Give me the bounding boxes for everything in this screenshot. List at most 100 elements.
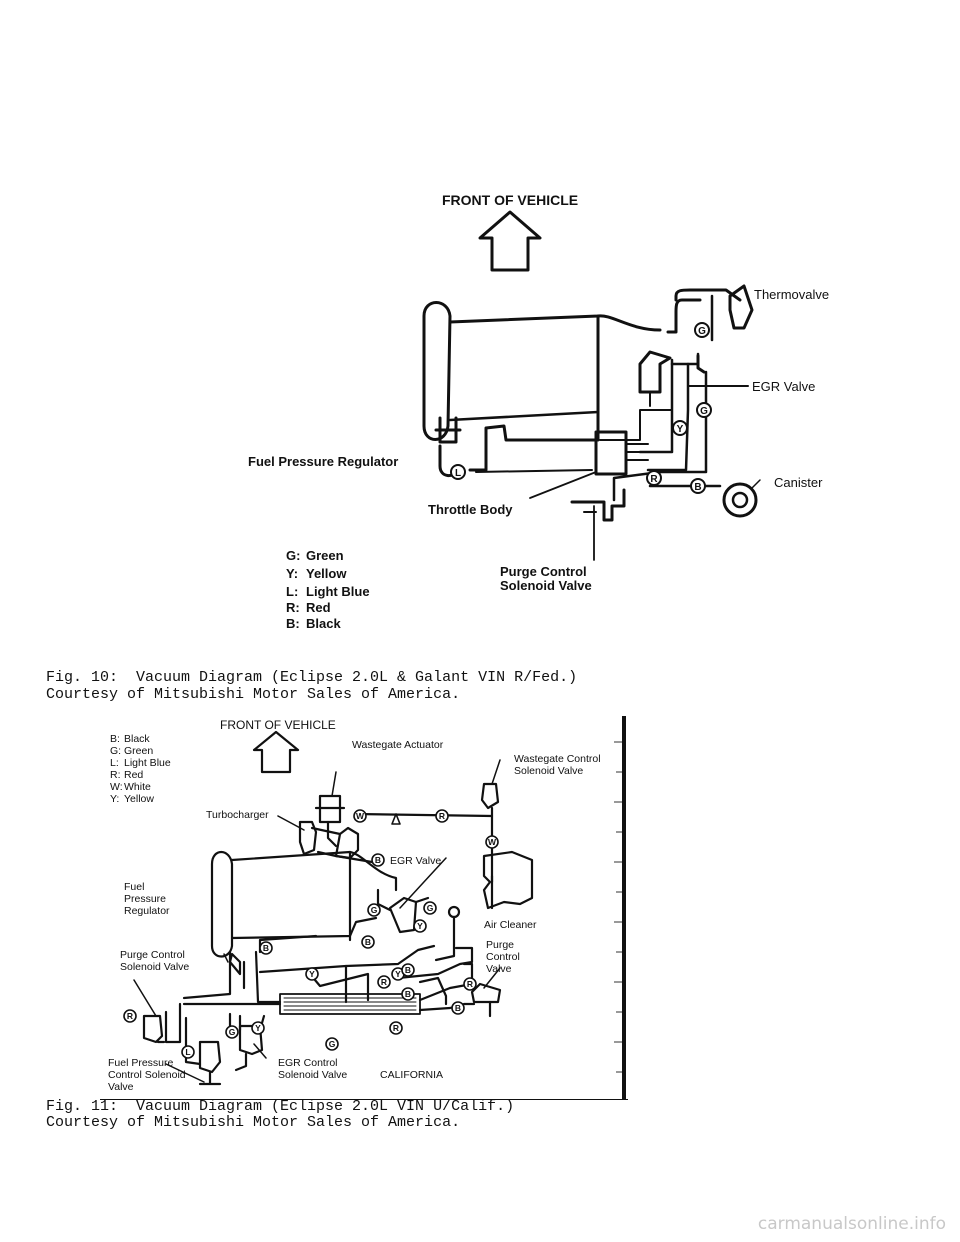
california-label: CALIFORNIA xyxy=(380,1069,443,1081)
hose-tag: B xyxy=(690,478,706,494)
air-cleaner xyxy=(482,850,534,910)
fig11-legend: B: Black G: Green L: Light Blue R: Red W… xyxy=(110,733,171,805)
svg-text:R: R xyxy=(439,811,445,821)
hose-tag: W xyxy=(485,835,499,849)
svg-text:B: B xyxy=(405,965,411,975)
hose-tag: G xyxy=(225,1025,239,1039)
svg-text:G: G xyxy=(427,903,434,913)
fuel-pressure-regulator xyxy=(228,952,242,976)
purge-control-solenoid xyxy=(142,1014,166,1044)
wastegate-actuator xyxy=(314,794,346,824)
wastegate-control-solenoid xyxy=(480,782,500,810)
figure-11-svg: FRONT OF VEHICLE B: Black G: Green L: Li… xyxy=(108,716,626,1100)
hose-tag: Y xyxy=(413,919,427,933)
hose-tag: Y xyxy=(305,967,319,981)
fig10-legend: G: Green Y: Yellow L: Light Blue R: Red … xyxy=(286,548,370,631)
legend-code: Y: xyxy=(110,793,119,805)
legend-name: Green xyxy=(124,745,153,757)
hose-tag: R xyxy=(435,809,449,823)
hose-tag: R xyxy=(646,470,662,486)
purge-control-solenoid-label-line1: Purge Control xyxy=(120,949,185,961)
egr-valve-label: EGR Valve xyxy=(390,855,441,867)
air-cleaner-label: Air Cleaner xyxy=(484,919,537,931)
legend-code: W: xyxy=(110,781,123,793)
wastegate-control-label-line2: Solenoid Valve xyxy=(514,765,583,777)
svg-text:Y: Y xyxy=(255,1023,261,1033)
wastegate-actuator-label: Wastegate Actuator xyxy=(352,739,444,751)
legend-name: Black xyxy=(124,733,150,745)
legend-name: Yellow xyxy=(124,793,154,805)
figure-11-rule xyxy=(100,1099,628,1100)
hose-tag: G xyxy=(694,322,710,338)
svg-text:L: L xyxy=(185,1047,190,1057)
scan-border xyxy=(622,716,626,1100)
svg-text:B: B xyxy=(263,943,269,953)
turbocharger-label: Turbocharger xyxy=(206,809,269,821)
figure-11-caption-line1: Fig. 11: Vacuum Diagram (Eclipse 2.0L VI… xyxy=(46,1098,515,1115)
legend-code: L: xyxy=(110,757,119,769)
svg-text:R: R xyxy=(393,1023,399,1033)
egr-valve-label: EGR Valve xyxy=(752,379,815,394)
hose-tag: B xyxy=(451,1001,465,1015)
svg-text:B: B xyxy=(365,937,371,947)
hose-tag: Y xyxy=(391,967,405,981)
legend-code: Y: xyxy=(286,566,298,581)
hose-tag: G xyxy=(367,903,381,917)
hose-tag: B xyxy=(259,941,273,955)
svg-text:R: R xyxy=(127,1011,133,1021)
hose-tag: R xyxy=(123,1009,137,1023)
hose-tag: B xyxy=(401,987,415,1001)
purge-control-valve-label-line2: Control xyxy=(486,951,520,963)
fuel-pressure-regulator-label: Fuel Pressure Regulator xyxy=(248,454,398,469)
fuel-pressure-control-label-line2: Control Solenoid xyxy=(108,1069,186,1081)
front-of-vehicle-label: FRONT OF VEHICLE xyxy=(442,192,578,208)
hose-tag: G xyxy=(696,402,712,418)
throttle-body-label: Throttle Body xyxy=(428,502,513,517)
front-arrow xyxy=(478,210,542,272)
figure-10-caption-line2: Courtesy of Mitsubishi Motor Sales of Am… xyxy=(46,686,461,703)
legend-code: G: xyxy=(110,745,121,757)
purge-control-solenoid-label-line2: Solenoid Valve xyxy=(120,961,189,973)
svg-text:B: B xyxy=(405,989,411,999)
svg-text:R: R xyxy=(650,474,658,485)
fuel-pressure-control-solenoid xyxy=(198,1040,222,1074)
hose-tag: Y xyxy=(251,1021,265,1035)
hose-tag: G xyxy=(325,1037,339,1051)
throttle-body xyxy=(594,430,628,476)
egr-valve xyxy=(638,350,672,394)
egr-valve xyxy=(388,896,418,934)
fuel-pressure-control-label-line1: Fuel Pressure xyxy=(108,1057,174,1069)
svg-text:G: G xyxy=(698,326,706,337)
thermovalve-label: Thermovalve xyxy=(754,287,829,302)
fuel-pressure-control-label-line3: Valve xyxy=(108,1081,134,1093)
hose-tag: B xyxy=(401,963,415,977)
thermovalve xyxy=(728,284,754,330)
hose-tag: G xyxy=(423,901,437,915)
fuel-pressure-regulator-label-line3: Regulator xyxy=(124,905,170,917)
canister xyxy=(722,482,758,518)
hose-tag: R xyxy=(389,1021,403,1035)
svg-text:W: W xyxy=(488,837,497,847)
svg-text:W: W xyxy=(356,811,365,821)
legend-name: White xyxy=(124,781,151,793)
hose-tag: Y xyxy=(672,420,688,436)
legend-name: Green xyxy=(306,548,344,563)
svg-text:R: R xyxy=(467,979,473,989)
purge-control-valve-label-line1: Purge xyxy=(486,939,514,951)
svg-text:Y: Y xyxy=(395,969,401,979)
svg-text:B: B xyxy=(694,482,701,493)
legend-name: Light Blue xyxy=(306,584,370,599)
purge-control-label-line2: Solenoid Valve xyxy=(500,578,592,593)
intake-plenum-end xyxy=(422,301,452,441)
svg-text:G: G xyxy=(700,406,708,417)
hose-tag: R xyxy=(377,975,391,989)
intake-plenum xyxy=(210,850,234,958)
hose-tag: L xyxy=(181,1045,195,1059)
legend-name: Light Blue xyxy=(124,757,171,769)
figure-11-caption-line2: Courtesy of Mitsubishi Motor Sales of Am… xyxy=(46,1114,461,1131)
hose-tag: L xyxy=(450,464,466,480)
front-arrow xyxy=(252,730,300,774)
egr-control-label-line1: EGR Control xyxy=(278,1057,338,1069)
legend-name: Yellow xyxy=(306,566,347,581)
figure-10-diagram: FRONT OF VEHICLE Thermovalve EGR Valve C… xyxy=(248,192,829,631)
